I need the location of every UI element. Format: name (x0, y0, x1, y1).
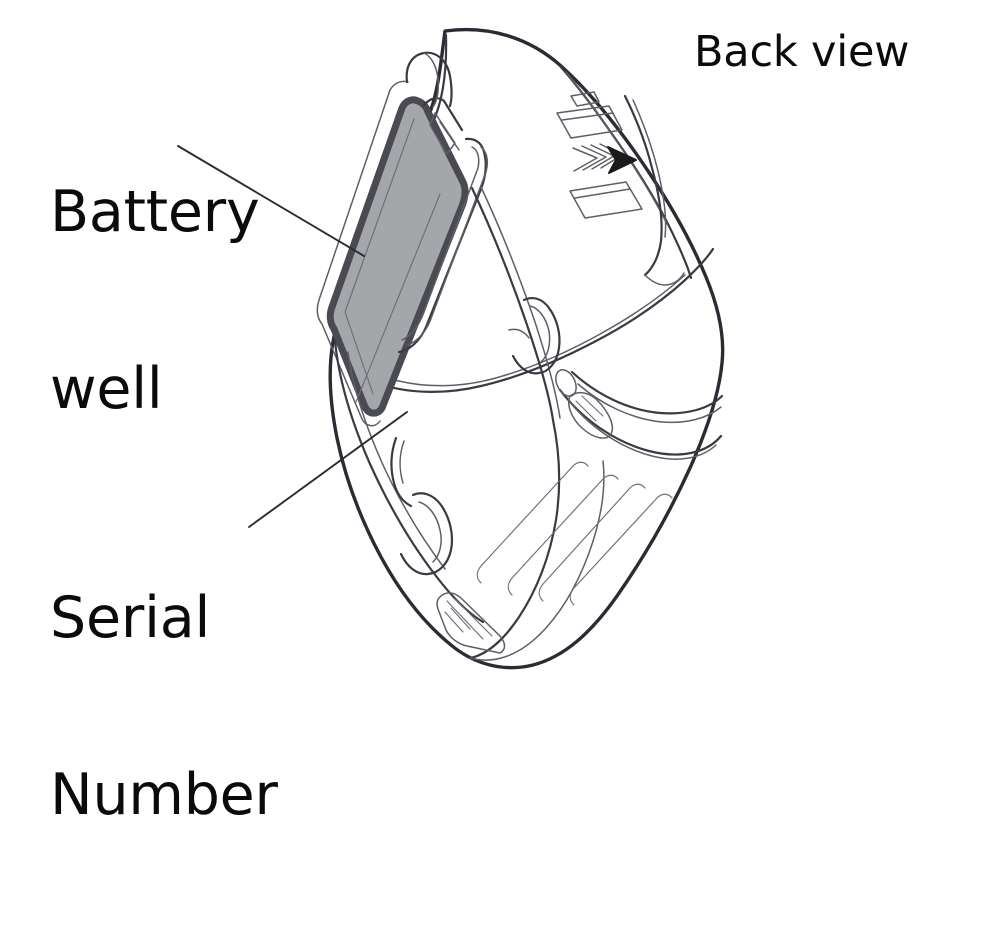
textured-grip-pad (436, 592, 506, 654)
device-line-drawing: .hv { fill:none; stroke:#2b2b33; stroke-… (177, 27, 725, 670)
illustration-canvas: .hv { fill:none; stroke:#2b2b33; stroke-… (50, 27, 910, 825)
battery-well-label-line2: well (50, 356, 163, 423)
leader-serial-number (248, 411, 408, 528)
right-shoulder (558, 370, 724, 460)
grip-slots (476, 461, 673, 606)
battery-well-label: Battery well (50, 64, 260, 538)
device-left-rim (333, 339, 485, 624)
battery-well (316, 51, 489, 427)
side-button-cluster (555, 369, 614, 439)
battery-well-label-line1: Battery (50, 178, 260, 245)
battery-latch-detail (556, 91, 685, 286)
battery-well-pocket (326, 96, 469, 417)
leader-battery-well (177, 145, 365, 257)
lower-body-panel (468, 418, 605, 661)
callout-leader-lines (177, 145, 408, 528)
latch-direction-arrow (607, 146, 637, 174)
serial-number-label: Serial Number (50, 470, 278, 944)
serial-number-label-line2: Number (50, 762, 278, 829)
battery-door-seam (390, 186, 561, 576)
back-view-title: Back view (694, 27, 910, 77)
serial-number-label-line1: Serial (50, 584, 211, 651)
battery-door-edge (558, 64, 693, 280)
